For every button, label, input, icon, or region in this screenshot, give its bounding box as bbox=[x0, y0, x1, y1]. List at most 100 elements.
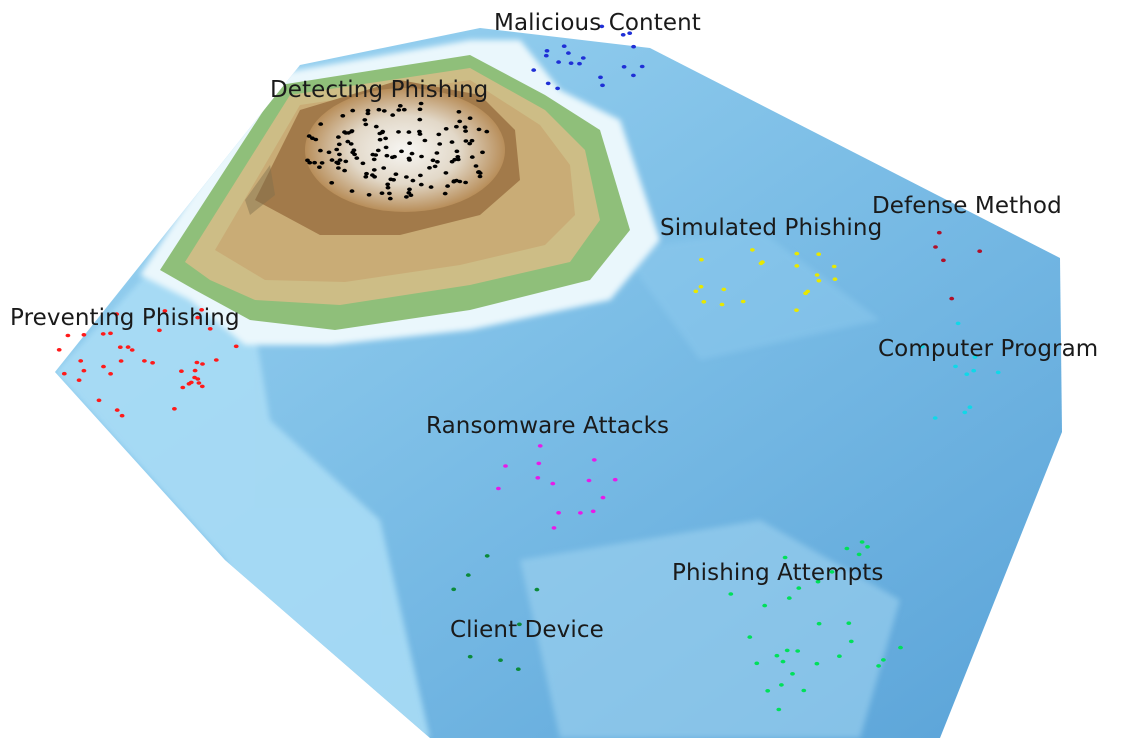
point-detecting[interactable] bbox=[371, 157, 377, 162]
point-phishing_attempts[interactable] bbox=[765, 689, 771, 693]
point-phishing_attempts[interactable] bbox=[881, 658, 886, 662]
point-ransomware[interactable] bbox=[535, 476, 541, 480]
point-preventing[interactable] bbox=[81, 333, 87, 337]
point-detecting[interactable] bbox=[457, 119, 463, 124]
point-simulated[interactable] bbox=[805, 289, 811, 294]
point-detecting[interactable] bbox=[380, 129, 386, 134]
point-preventing[interactable] bbox=[119, 413, 125, 418]
point-preventing[interactable] bbox=[172, 407, 177, 411]
point-malicious[interactable] bbox=[555, 86, 560, 91]
point-malicious[interactable] bbox=[627, 31, 633, 35]
point-detecting[interactable] bbox=[419, 154, 424, 159]
point-preventing[interactable] bbox=[199, 384, 205, 389]
point-detecting[interactable] bbox=[383, 145, 389, 150]
point-detecting[interactable] bbox=[467, 116, 473, 120]
point-detecting[interactable] bbox=[366, 193, 372, 197]
point-detecting[interactable] bbox=[407, 141, 412, 145]
point-ransomware[interactable] bbox=[550, 481, 556, 486]
point-computer[interactable] bbox=[964, 372, 970, 377]
point-simulated[interactable] bbox=[719, 302, 725, 307]
point-computer[interactable] bbox=[972, 355, 978, 359]
point-detecting[interactable] bbox=[312, 160, 317, 165]
point-preventing[interactable] bbox=[96, 398, 102, 403]
point-phishing_attempts[interactable] bbox=[779, 683, 784, 687]
point-phishing_attempts[interactable] bbox=[747, 635, 753, 639]
point-preventing[interactable] bbox=[114, 312, 120, 316]
point-phishing_attempts[interactable] bbox=[898, 645, 903, 650]
point-malicious[interactable] bbox=[531, 68, 537, 72]
point-preventing[interactable] bbox=[65, 333, 71, 338]
point-ransomware[interactable] bbox=[591, 458, 597, 462]
point-simulated[interactable] bbox=[794, 308, 799, 313]
point-computer[interactable] bbox=[962, 410, 968, 415]
point-detecting[interactable] bbox=[318, 148, 323, 153]
point-computer[interactable] bbox=[967, 405, 973, 410]
point-detecting[interactable] bbox=[336, 142, 342, 147]
point-detecting[interactable] bbox=[449, 140, 455, 144]
point-detecting[interactable] bbox=[451, 179, 457, 183]
point-simulated[interactable] bbox=[740, 299, 746, 304]
point-phishing_attempts[interactable] bbox=[815, 579, 821, 584]
point-preventing[interactable] bbox=[213, 358, 219, 362]
point-preventing[interactable] bbox=[195, 315, 201, 320]
point-preventing[interactable] bbox=[108, 331, 113, 336]
point-detecting[interactable] bbox=[343, 159, 349, 164]
point-phishing_attempts[interactable] bbox=[859, 540, 865, 544]
point-defense[interactable] bbox=[933, 245, 938, 249]
point-computer[interactable] bbox=[955, 321, 961, 326]
point-simulated[interactable] bbox=[832, 277, 838, 282]
point-detecting[interactable] bbox=[342, 168, 347, 173]
point-detecting[interactable] bbox=[349, 129, 354, 134]
point-phishing_attempts[interactable] bbox=[856, 552, 862, 557]
point-simulated[interactable] bbox=[699, 257, 704, 262]
point-phishing_attempts[interactable] bbox=[865, 545, 870, 549]
point-phishing_attempts[interactable] bbox=[762, 603, 768, 608]
point-malicious[interactable] bbox=[577, 61, 582, 66]
point-detecting[interactable] bbox=[434, 151, 440, 155]
point-detecting[interactable] bbox=[373, 153, 379, 157]
point-phishing_attempts[interactable] bbox=[776, 707, 782, 712]
point-phishing_attempts[interactable] bbox=[837, 654, 842, 658]
point-detecting[interactable] bbox=[404, 195, 409, 199]
point-detecting[interactable] bbox=[345, 139, 351, 144]
point-preventing[interactable] bbox=[179, 369, 184, 374]
point-preventing[interactable] bbox=[114, 408, 120, 412]
point-detecting[interactable] bbox=[387, 196, 393, 201]
point-ransomware[interactable] bbox=[578, 511, 583, 515]
point-detecting[interactable] bbox=[388, 177, 394, 182]
point-detecting[interactable] bbox=[455, 157, 461, 162]
point-ransomware[interactable] bbox=[600, 495, 606, 500]
point-detecting[interactable] bbox=[476, 170, 482, 174]
point-preventing[interactable] bbox=[200, 362, 205, 366]
point-ransomware[interactable] bbox=[556, 511, 561, 515]
point-client[interactable] bbox=[467, 654, 473, 659]
point-ransomware[interactable] bbox=[586, 478, 592, 483]
point-detecting[interactable] bbox=[456, 110, 462, 114]
point-simulated[interactable] bbox=[814, 273, 820, 277]
point-computer[interactable] bbox=[995, 370, 1001, 375]
point-preventing[interactable] bbox=[195, 377, 201, 381]
point-detecting[interactable] bbox=[428, 185, 434, 189]
point-phishing_attempts[interactable] bbox=[728, 592, 734, 596]
point-detecting[interactable] bbox=[399, 149, 404, 154]
point-detecting[interactable] bbox=[410, 178, 416, 183]
point-malicious[interactable] bbox=[556, 60, 561, 64]
point-simulated[interactable] bbox=[816, 278, 822, 283]
point-detecting[interactable] bbox=[363, 175, 369, 179]
point-ransomware[interactable] bbox=[612, 477, 618, 482]
point-detecting[interactable] bbox=[349, 189, 355, 193]
point-detecting[interactable] bbox=[329, 158, 335, 162]
point-ransomware[interactable] bbox=[537, 444, 543, 448]
point-ransomware[interactable] bbox=[496, 486, 501, 491]
point-detecting[interactable] bbox=[362, 118, 368, 122]
point-detecting[interactable] bbox=[370, 173, 375, 177]
point-detecting[interactable] bbox=[476, 127, 482, 132]
point-preventing[interactable] bbox=[56, 348, 62, 352]
point-malicious[interactable] bbox=[600, 83, 605, 88]
point-detecting[interactable] bbox=[418, 182, 424, 187]
point-detecting[interactable] bbox=[443, 127, 449, 131]
point-detecting[interactable] bbox=[480, 150, 485, 155]
point-simulated[interactable] bbox=[698, 284, 704, 289]
point-detecting[interactable] bbox=[334, 147, 340, 152]
